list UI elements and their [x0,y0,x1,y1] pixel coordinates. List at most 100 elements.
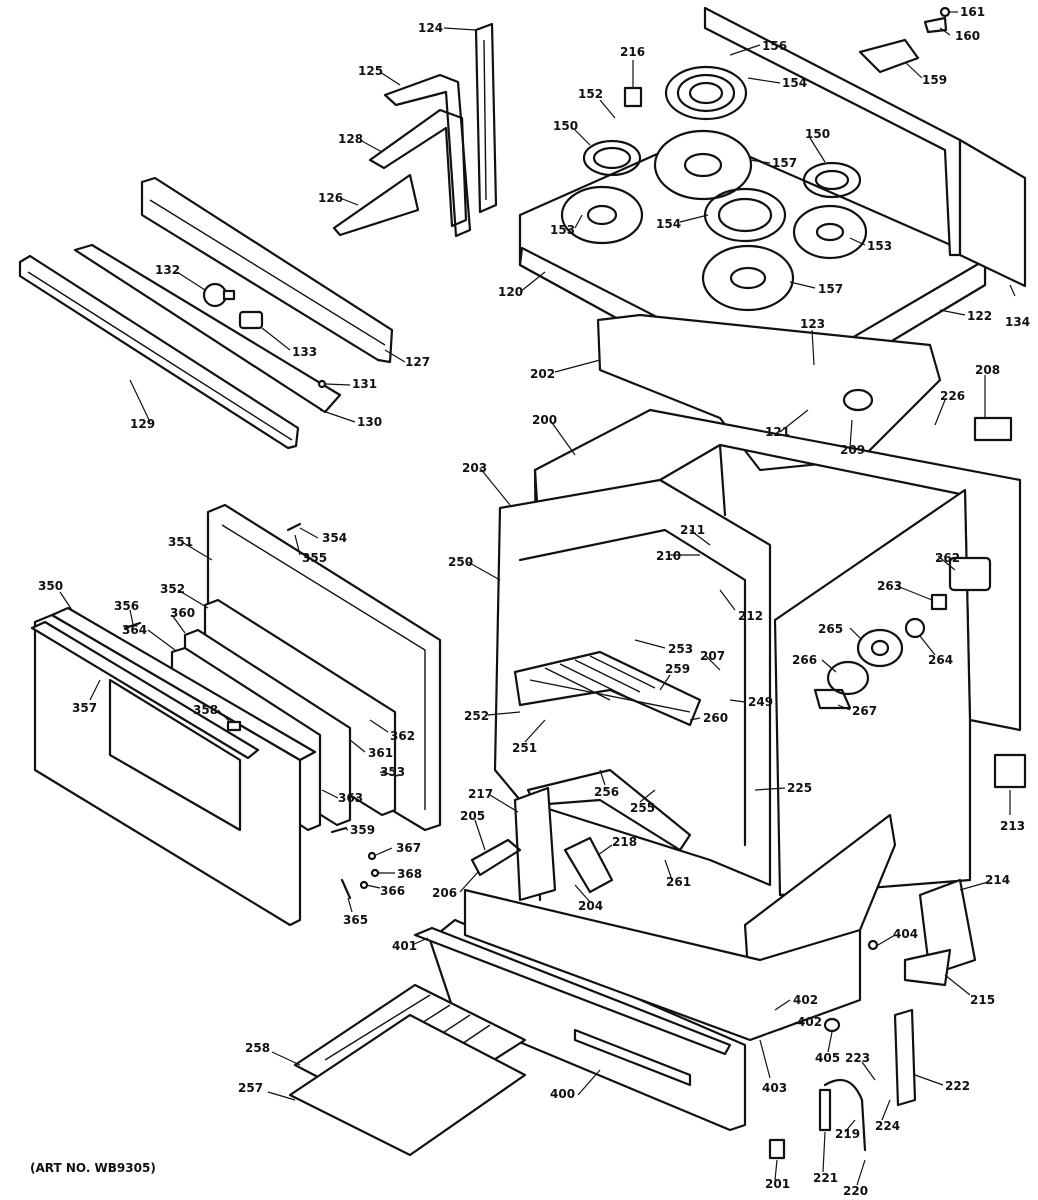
screw-354 [286,522,302,532]
label-365: 365 [343,913,368,927]
label-212: 212 [738,609,763,623]
label-266: 266 [792,653,817,667]
label-160: 160 [955,29,980,43]
label-255: 255 [630,801,655,815]
label-219: 219 [835,1127,860,1141]
part-labels: 124 125 128 126 127 132 133 131 129 130 … [38,5,1030,1198]
label-122: 122 [967,309,992,323]
clip-358 [226,720,242,732]
handle-350 [30,620,260,760]
label-128: 128 [338,132,363,146]
label-367: 367 [396,841,421,855]
label-263: 263 [877,579,902,593]
label-133: 133 [292,345,317,359]
drawer-trim-401 [413,926,732,1056]
ring-265 [856,628,904,668]
label-210: 210 [656,549,681,563]
label-261: 261 [666,875,691,889]
screw-161 [939,6,951,18]
label-252: 252 [464,709,489,723]
label-161: 161 [960,5,985,19]
label-360: 360 [170,606,195,620]
label-211: 211 [680,523,705,537]
label-131: 131 [352,377,377,391]
label-127: 127 [405,355,430,369]
screw-367 [367,851,377,861]
label-150a: 150 [553,119,578,133]
surface-unit-large-rear [664,65,748,121]
label-260: 260 [703,711,728,725]
door-outer-357 [33,606,317,927]
label-258: 258 [245,1041,270,1055]
label-351: 351 [168,535,193,549]
foot-201 [768,1138,786,1160]
label-222: 222 [945,1079,970,1093]
bracket-126 [332,173,420,237]
leader-lines [59,11,1016,1186]
drip-pan-157-front [701,244,795,312]
label-226: 226 [940,389,965,403]
label-217: 217 [468,787,493,801]
label-215: 215 [970,993,995,1007]
oven-liner-250 [493,478,772,887]
broiler-pan-257 [288,1013,527,1157]
wire-205 [470,838,522,877]
label-153b: 153 [867,239,892,253]
lamp-socket [238,310,264,330]
bracket-217 [513,786,557,902]
label-356: 356 [114,599,139,613]
oven-rack [513,650,702,727]
label-259: 259 [665,662,690,676]
label-204: 204 [578,899,603,913]
block-213 [993,753,1027,789]
label-262: 262 [935,551,960,565]
art-number: (ART NO. WB9305) [30,1161,156,1175]
label-249: 249 [748,695,773,709]
label-265: 265 [818,622,843,636]
label-126: 126 [318,191,343,205]
lens-266 [826,660,870,696]
label-220: 220 [843,1184,868,1198]
label-408: 402 [797,1015,822,1029]
label-156: 156 [762,39,787,53]
spring-368 [370,868,380,878]
label-209: 209 [840,443,865,457]
label-201: 201 [765,1177,790,1191]
backguard-panel [140,176,394,364]
switch-263 [930,593,948,611]
label-224: 224 [875,1119,900,1133]
bracket-218 [563,836,614,894]
label-404: 404 [893,927,918,941]
side-trim-strip [474,22,498,214]
label-206: 206 [432,886,457,900]
drip-pan-153-right [792,204,868,260]
backguard-lens [73,243,342,414]
label-203: 203 [462,461,487,475]
label-358: 358 [193,703,218,717]
label-256: 256 [594,785,619,799]
label-401: 401 [392,939,417,953]
label-402: 402 [793,993,818,1007]
label-361: 361 [368,746,393,760]
label-200: 200 [532,413,557,427]
drip-pan-157-rear [653,129,753,201]
label-403: 403 [762,1081,787,1095]
lamp-264 [904,617,926,639]
wire-harness-219 [818,1078,867,1152]
label-150b: 150 [805,127,830,141]
label-207: 207 [700,649,725,663]
bracket-128 [368,108,468,228]
knob-405 [823,1017,841,1033]
label-359: 359 [350,823,375,837]
label-134: 134 [1005,315,1030,329]
label-132: 132 [155,263,180,277]
clip-356 [123,621,142,630]
label-264: 264 [928,653,953,667]
label-253: 253 [668,642,693,656]
bracket-214-215 [903,878,977,987]
label-362: 362 [390,729,415,743]
label-354: 354 [322,531,347,545]
label-225: 225 [787,781,812,795]
label-363: 363 [338,791,363,805]
hinge-365 [340,878,352,900]
